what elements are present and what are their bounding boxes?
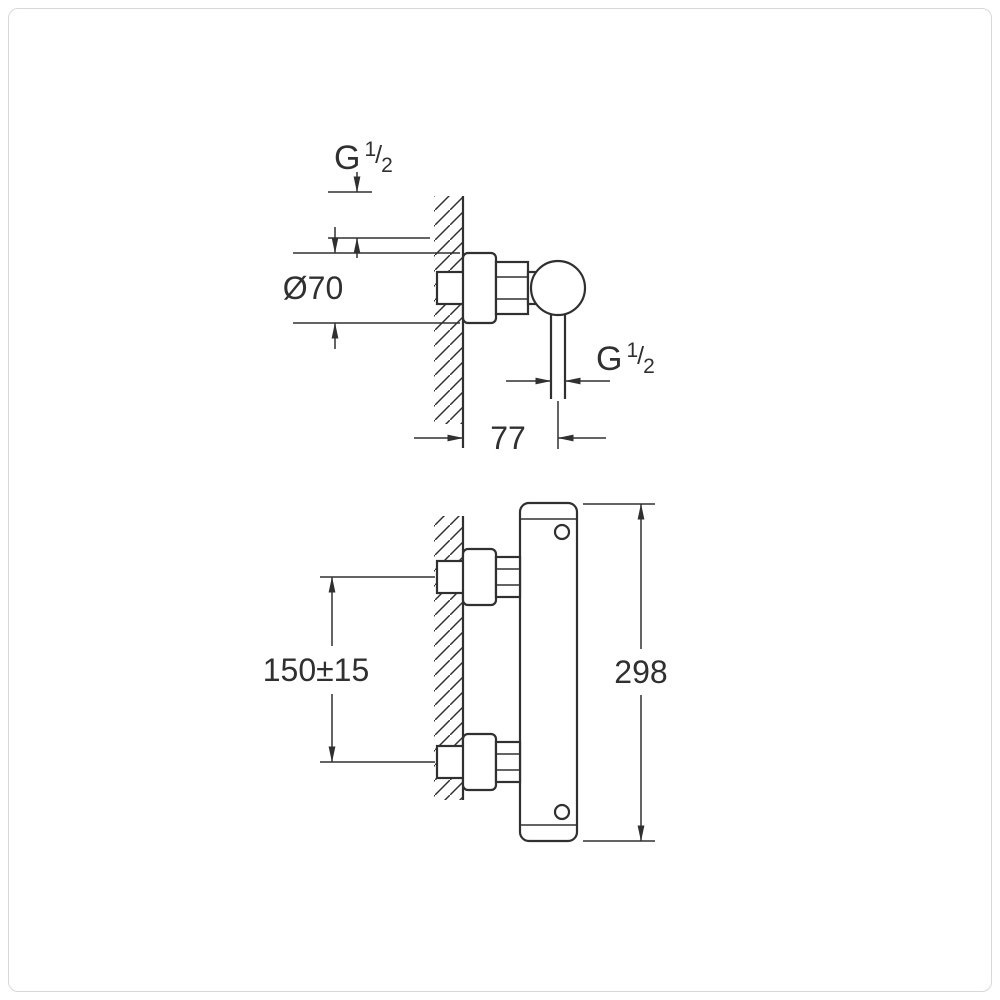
dim-wall-to-outlet: 77 — [414, 401, 606, 456]
top-inlet-union — [435, 547, 522, 607]
front-view: 150±15 298 — [263, 501, 668, 843]
bottom-inlet-union — [435, 732, 522, 792]
bottom-screw — [553, 803, 571, 821]
inlet-union-square — [435, 270, 466, 306]
dim-overall-height: 298 — [583, 503, 668, 842]
dim-inlet-spacing: 150±15 — [263, 576, 435, 763]
dim-inlet-spacing-label: 150±15 — [263, 652, 370, 688]
union-nut-side — [494, 260, 530, 316]
wall-hatching — [434, 196, 463, 424]
top-screw — [553, 523, 571, 541]
handle-knob — [529, 259, 587, 317]
thermostat-body — [518, 501, 579, 843]
dim-overall-height-label: 298 — [614, 654, 667, 690]
dim-escutcheon-diameter-label: Ø70 — [283, 270, 343, 306]
escutcheon-side — [461, 251, 498, 325]
dim-escutcheon-diameter: Ø70 — [283, 227, 460, 349]
dim-wall-to-outlet-label: 77 — [490, 420, 526, 456]
